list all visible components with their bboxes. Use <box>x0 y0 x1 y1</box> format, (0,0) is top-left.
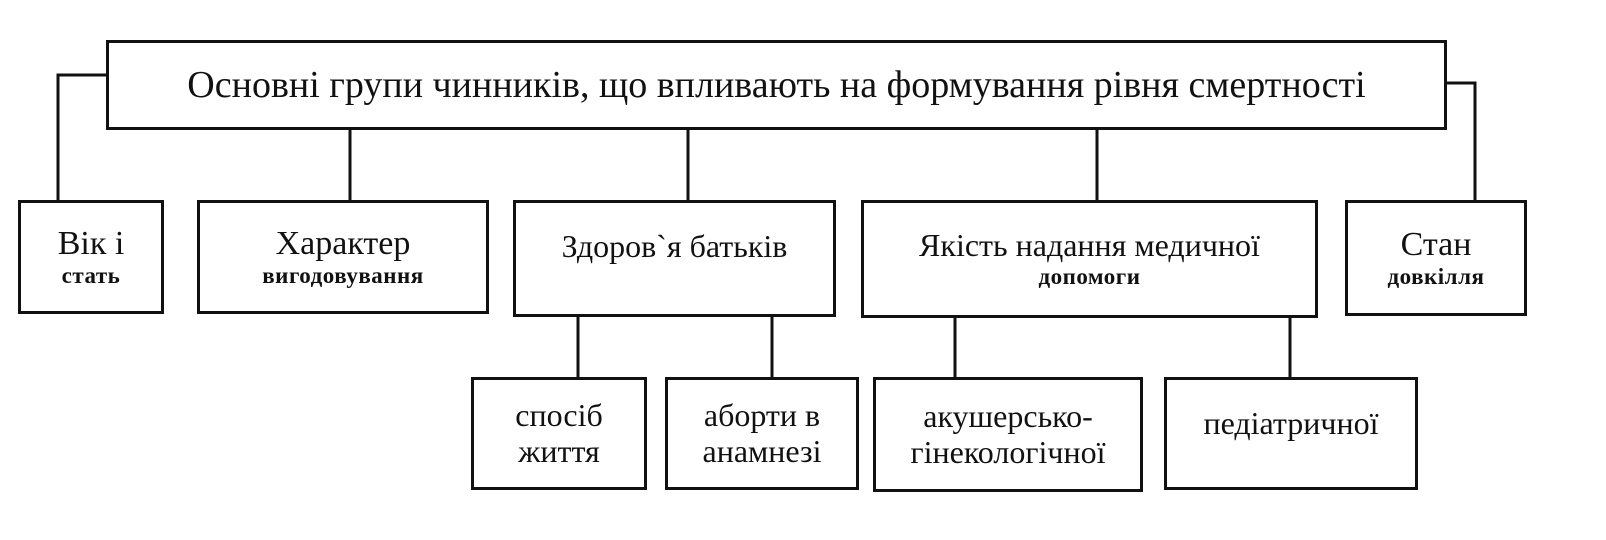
sub-lifestyle-line1: спосіб <box>515 396 603 433</box>
link-root-environment <box>1445 81 1477 203</box>
sub-abortions-line1: аборти в <box>703 396 821 433</box>
root-label: Основні групи чинників, що впливають на … <box>187 63 1366 106</box>
factor-environment-line1: Стан <box>1400 226 1472 264</box>
sub-lifestyle-line2: життя <box>518 432 600 469</box>
factor-medical-care-line2: допомоги <box>1038 264 1141 290</box>
root-node: Основні групи чинників, що впливають на … <box>106 40 1447 130</box>
sub-pediatric-line1: педіатричної <box>1203 405 1379 441</box>
factor-medical-care: Якість надання медичної допомоги <box>861 200 1318 318</box>
factor-feeding-line2: вигодовування <box>262 263 424 289</box>
factor-feeding: Характер вигодовування <box>197 200 489 314</box>
factor-environment-line2: довкілля <box>1387 264 1485 290</box>
sub-pediatric: педіатричної <box>1164 377 1418 490</box>
factor-age-sex-line2: стать <box>61 263 121 289</box>
factor-age-sex-line1: Вік і <box>57 225 125 263</box>
factor-age-sex: Вік і стать <box>18 200 164 314</box>
sub-abortions: аборти в анамнезі <box>665 377 859 490</box>
sub-lifestyle: спосіб життя <box>471 377 647 490</box>
factor-feeding-line1: Характер <box>275 225 411 263</box>
factor-environment: Стан довкілля <box>1345 200 1527 316</box>
sub-obstetric-line2: гінекологічної <box>910 433 1106 470</box>
factor-medical-care-line1: Якість надання медичної <box>919 227 1260 264</box>
link-root-age-sex <box>56 73 108 203</box>
sub-obstetric-line1: акушерсько- <box>923 397 1093 434</box>
factor-parents-health-line1: Здоров`я батьків <box>561 228 788 264</box>
sub-obstetric: акушерсько- гінекологічної <box>873 377 1143 492</box>
factor-parents-health: Здоров`я батьків <box>513 200 836 317</box>
sub-abortions-line2: анамнезі <box>702 432 822 469</box>
